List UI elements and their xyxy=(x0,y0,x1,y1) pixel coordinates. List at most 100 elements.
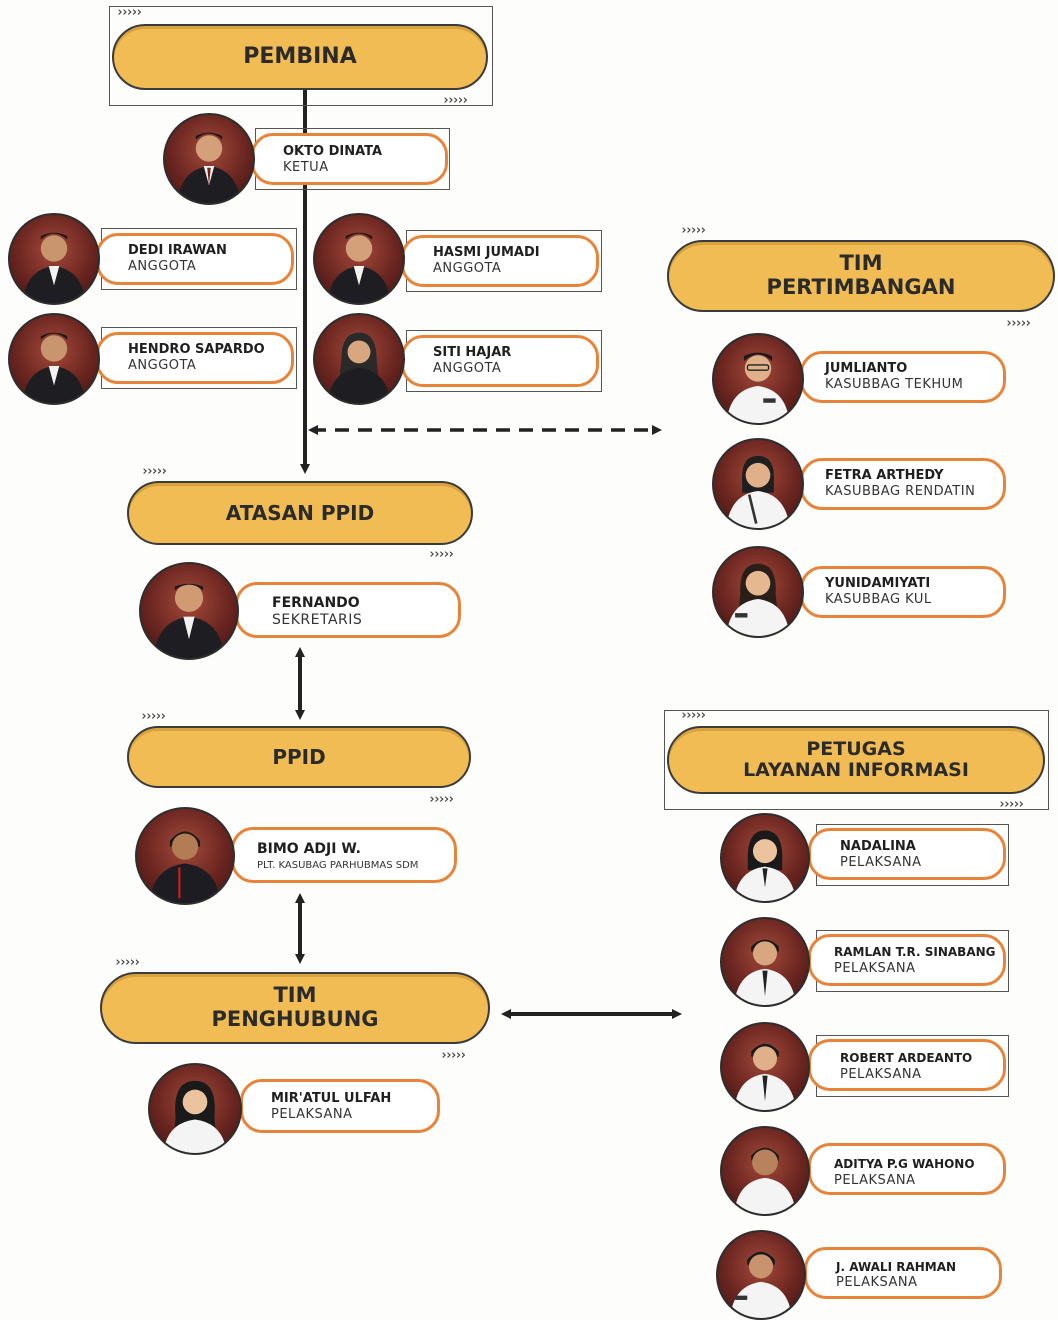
name-card xyxy=(800,351,1006,403)
name-card xyxy=(231,827,457,883)
person-bimo-adji: BIMO ADJI W. PLT. KASUBAG PARHUBMAS SDM xyxy=(135,807,461,905)
tim-pertimbangan-line1: TIM xyxy=(839,251,883,276)
chevron-decoration: ››››› xyxy=(428,547,455,562)
person-name: DEDI IRAWAN xyxy=(128,243,227,258)
person-role: ANGGOTA xyxy=(128,259,197,274)
petugas-box: PETUGAS LAYANAN INFORMASI xyxy=(667,726,1045,794)
person-role: KETUA xyxy=(283,160,329,175)
person-role: PELAKSANA xyxy=(836,1275,918,1290)
person-name: MIR'ATUL ULFAH xyxy=(271,1091,392,1106)
person-name: OKTO DINATA xyxy=(283,144,383,159)
tim-penghubung-line2: PENGHUBUNG xyxy=(211,1007,379,1031)
person-dedi-irawan: DEDI IRAWAN ANGGOTA xyxy=(8,213,300,305)
person-miratul-ulfah: MIR'ATUL ULFAH PELAKSANA xyxy=(148,1063,448,1155)
avatar xyxy=(135,807,235,905)
avatar xyxy=(712,438,804,530)
person-name: BIMO ADJI W. xyxy=(257,841,361,857)
person-role: PELAKSANA xyxy=(840,1067,922,1082)
ppid-label: PPID xyxy=(272,744,326,769)
avatar xyxy=(163,113,255,205)
name-card xyxy=(804,1247,1002,1299)
name-card xyxy=(401,335,599,387)
name-card xyxy=(808,1039,1006,1091)
name-card xyxy=(96,332,294,384)
person-role: PELAKSANA xyxy=(834,961,916,976)
avatar xyxy=(139,562,239,660)
person-role: PELAKSANA xyxy=(271,1107,353,1122)
tim-pertimbangan-box: TIM PERTIMBANGAN xyxy=(667,240,1055,312)
person-role: KASUBBAG KUL xyxy=(825,592,932,607)
person-hasmi-jumadi: HASMI JUMADI ANGGOTA xyxy=(313,213,605,305)
chevron-decoration: ››››› xyxy=(680,223,707,238)
person-siti-hajar: SITI HAJAR ANGGOTA xyxy=(313,313,605,405)
chevron-decoration: ››››› xyxy=(440,1048,467,1063)
name-card xyxy=(240,1079,440,1133)
avatar xyxy=(716,1230,806,1320)
person-name: FETRA ARTHEDY xyxy=(825,468,944,483)
name-card xyxy=(800,566,1006,618)
person-role: ANGGOTA xyxy=(128,358,197,373)
person-role: KASUBBAG RENDATIN xyxy=(825,484,976,499)
person-name: J. AWALI RAHMAN xyxy=(836,1260,957,1274)
avatar xyxy=(720,1126,810,1216)
person-name: NADALINA xyxy=(840,839,916,854)
person-name: ADITYA P.G WAHONO xyxy=(834,1157,975,1171)
person-name: HENDRO SAPARDO xyxy=(128,342,265,357)
person-nadalina: NADALINA PELAKSANA xyxy=(720,813,1012,903)
tim-penghubung-box: TIM PENGHUBUNG xyxy=(100,972,490,1044)
name-card xyxy=(808,828,1006,880)
person-okto-dinata: OKTO DINATA KETUA xyxy=(163,113,453,205)
petugas-line1: PETUGAS xyxy=(806,737,906,760)
tim-penghubung-line1: TIM xyxy=(273,983,317,1008)
avatar xyxy=(313,213,405,305)
person-role: SEKRETARIS xyxy=(272,612,363,628)
tim-pertimbangan-line2: PERTIMBANGAN xyxy=(766,275,956,299)
person-name: SITI HAJAR xyxy=(433,345,512,360)
pembina-label: PEMBINA xyxy=(243,43,357,69)
person-role: ANGGOTA xyxy=(433,361,502,376)
petugas-line2: LAYANAN INFORMASI xyxy=(743,759,969,781)
person-aditya-wahono: ADITYA P.G WAHONO PELAKSANA xyxy=(720,1126,1012,1216)
avatar xyxy=(720,1022,810,1112)
person-hendro-sapardo: HENDRO SAPARDO ANGGOTA xyxy=(8,313,300,405)
avatar xyxy=(712,546,804,638)
person-name: FERNANDO xyxy=(272,595,360,611)
avatar xyxy=(313,313,405,405)
person-name: ROBERT ARDEANTO xyxy=(840,1051,973,1065)
person-jumlianto: JUMLIANTO KASUBBAG TEKHUM xyxy=(712,333,1012,425)
atasan-ppid-label: ATASAN PPID xyxy=(225,500,375,525)
avatar xyxy=(8,313,100,405)
person-name: YUNIDAMIYATI xyxy=(825,576,931,591)
person-name: RAMLAN T.R. SINABANG xyxy=(834,945,996,959)
avatar xyxy=(8,213,100,305)
person-role: PELAKSANA xyxy=(834,1173,916,1188)
person-ramlan-sinabang: RAMLAN T.R. SINABANG PELAKSANA xyxy=(720,917,1012,1007)
person-robert-ardeanto: ROBERT ARDEANTO PELAKSANA xyxy=(720,1022,1012,1112)
avatar xyxy=(720,917,810,1007)
pembina-box: PEMBINA xyxy=(112,24,488,90)
chevron-decoration: ››››› xyxy=(140,709,167,724)
person-awali-rahman: J. AWALI RAHMAN PELAKSANA xyxy=(716,1230,1008,1320)
person-name: JUMLIANTO xyxy=(825,361,908,376)
name-card xyxy=(96,233,294,285)
name-card xyxy=(800,458,1006,510)
person-fetra-arthedy: FETRA ARTHEDY KASUBBAG RENDATIN xyxy=(712,438,1012,530)
person-yunidamiyati: YUNIDAMIYATI KASUBBAG KUL xyxy=(712,546,1012,638)
chevron-decoration: ››››› xyxy=(141,464,168,479)
name-card xyxy=(251,133,448,185)
chevron-decoration: ››››› xyxy=(680,708,707,723)
chevron-decoration: ››››› xyxy=(428,792,455,807)
pembina-frame xyxy=(109,6,493,106)
atasan-ppid-box: ATASAN PPID xyxy=(127,481,473,545)
petugas-frame xyxy=(664,710,1049,810)
person-role: ANGGOTA xyxy=(433,261,502,276)
person-name: HASMI JUMADI xyxy=(433,245,540,260)
chevron-decoration: ››››› xyxy=(442,93,469,108)
name-card xyxy=(808,934,1006,986)
name-card xyxy=(401,235,599,287)
chevron-decoration: ››››› xyxy=(114,955,141,970)
person-role: KASUBBAG TEKHUM xyxy=(825,377,964,392)
avatar xyxy=(712,333,804,425)
chevron-decoration: ››››› xyxy=(998,797,1025,812)
person-fernando: FERNANDO SEKRETARIS xyxy=(139,562,465,660)
